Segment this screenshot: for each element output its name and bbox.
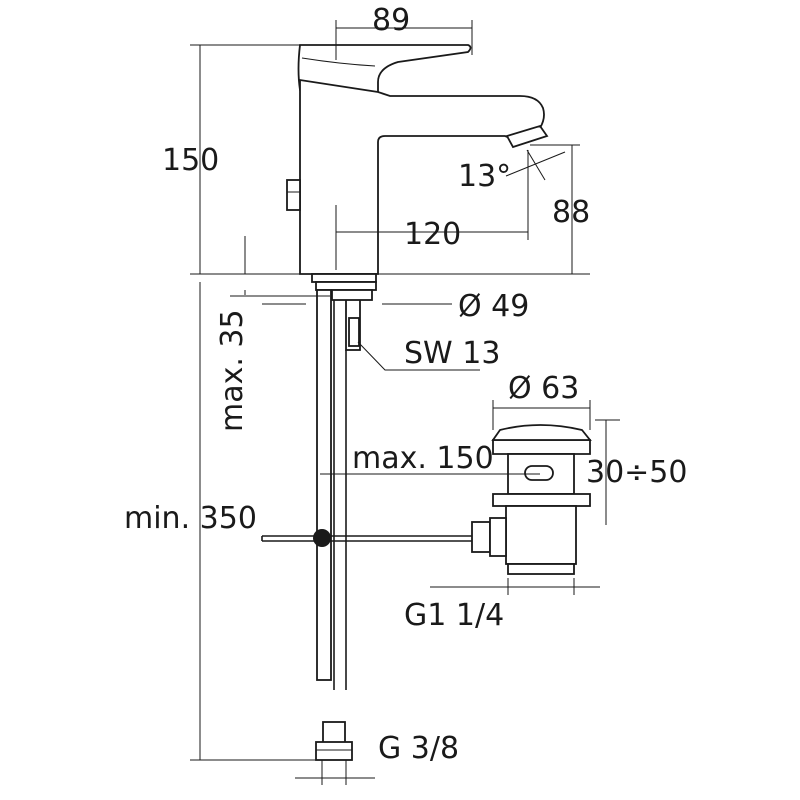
label-g1-1-4: G1 1/4 — [404, 598, 504, 633]
waste-fitting — [261, 424, 592, 575]
label-88: 88 — [552, 195, 590, 230]
label-min-350: min. 350 — [124, 501, 257, 536]
label-120: 120 — [404, 217, 461, 252]
faucet-body — [286, 44, 549, 761]
spout-body — [299, 78, 545, 275]
popup-plug — [492, 439, 591, 455]
side-button — [286, 179, 301, 211]
label-sw13: SW 13 — [404, 336, 500, 371]
faucet-base — [311, 273, 377, 283]
label-89: 89 — [372, 3, 410, 38]
label-g-3-8: G 3/8 — [378, 731, 459, 766]
label-30-50: 30÷50 — [586, 455, 687, 490]
dimension-labels: 89 150 13° 88 120 Ø 49 SW 13 max. 35 Ø 6… — [124, 3, 687, 766]
lever-connector — [471, 521, 491, 553]
mounting-stud — [316, 289, 332, 681]
label-13-degrees: 13° — [458, 159, 511, 194]
aerator — [505, 124, 549, 149]
rod-clamp — [313, 529, 331, 547]
label-diameter-49: Ø 49 — [458, 289, 529, 324]
label-150: 150 — [162, 143, 219, 178]
dimension-lines — [190, 20, 620, 785]
label-max-35: max. 35 — [215, 309, 250, 432]
label-diameter-63: Ø 63 — [508, 371, 579, 406]
label-max-150: max. 150 — [352, 441, 494, 476]
